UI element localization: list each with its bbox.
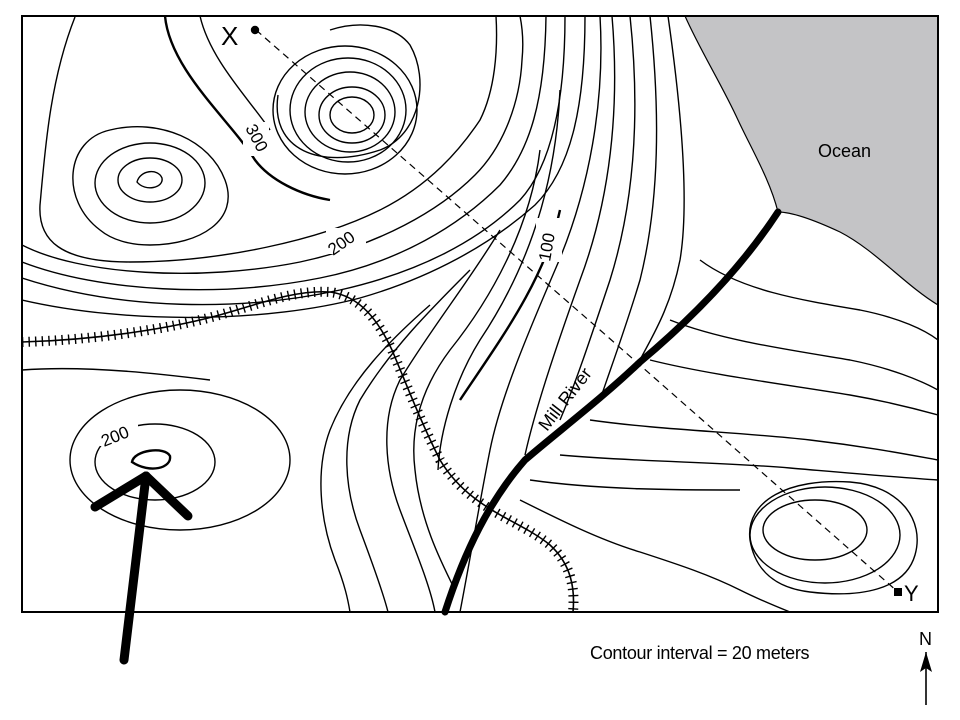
ocean-area bbox=[684, 15, 939, 307]
mill-river bbox=[441, 208, 782, 616]
profile-line bbox=[255, 29, 899, 593]
railroad-west bbox=[21, 290, 575, 613]
railroad-track-icon bbox=[21, 286, 579, 613]
point-x-marker bbox=[250, 25, 260, 35]
contour-label-100: 100 bbox=[535, 231, 559, 262]
point-y-label: Y bbox=[904, 581, 919, 606]
map-frame bbox=[21, 15, 939, 613]
contour-lines bbox=[22, 16, 938, 612]
point-x-label: X bbox=[221, 21, 238, 51]
point-y-marker bbox=[894, 588, 902, 596]
contour-interval-caption: Contour interval = 20 meters bbox=[590, 643, 810, 663]
north-label: N bbox=[919, 629, 932, 649]
north-arrow-icon bbox=[920, 652, 932, 705]
pointer-arrow-icon bbox=[90, 471, 193, 665]
ocean-label: Ocean bbox=[818, 141, 871, 161]
